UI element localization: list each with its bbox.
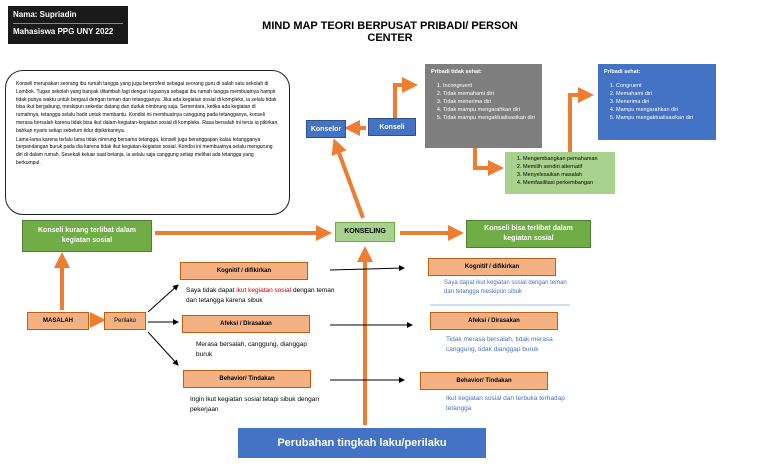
node-konselor: Konselor [306,120,346,138]
pribadi-sehat-heading: Pribadi sehat: [604,69,641,75]
arrow-perilaku-to-kognitif [147,284,179,313]
arrow-tidak-sehat-to-tujuan [473,148,504,176]
node-behavior-right: Behavior/ Tindakan [420,372,548,390]
node-konseli: Konseli [368,118,416,136]
page-title: MIND MAP TEORI BERPUSAT PRIBADI/ PERSON … [262,20,518,44]
node-kognitif-left: Kognitif / difikirkan [180,262,308,280]
list-item: Congruent [616,82,710,90]
list-item: Menyelesaikan masalah [523,171,609,179]
node-kognitif-right: Kognitif / difikirkan [428,258,556,276]
list-item: Mampu mengaktualisasikan diri [616,114,710,122]
arrow-konseli-to-tidak-sehat [393,77,418,118]
node-behavior-left: Behavior/ Tindakan [183,370,311,388]
list-item: Tidak mampu mengaktualisasikan diri [443,114,536,122]
text-segment: Saya tidak dapat [186,287,237,294]
text-afeksi-right: Tidak merasa bersalah, tidak merasa cang… [446,336,553,353]
pribadi-tidak-sehat-box: Pribadi tidak sehat: Incongruent Tidak m… [425,64,542,148]
arrow-kognitif-left-to-right [329,265,405,272]
list-item: Incongruent [443,82,536,90]
text-kognitif-right: Saya dapat ikut kegiatan sosial dengan t… [444,280,567,295]
list-item: Memilih sendiri alternatif [523,163,609,171]
list-item: Tidak memahami diri [443,90,536,98]
list-item: Tidak mampu mengarahkan diri [443,106,536,114]
story-paragraph: Lama-lama karena terlalu lama tidak nimr… [16,136,273,166]
list-item: Memahami diri [616,90,710,98]
text-afeksi-left: Merasa bersalah, canggung, dianggap buru… [196,341,307,358]
author-name: Nama: Supriadin [13,10,77,19]
text-segment: dengan teman dan tetangga karena sibuk [186,287,335,304]
pribadi-sehat-box: Pribadi sehat: Congruent Memahami diri M… [598,64,716,140]
arrow-konseling-to-konselor [331,138,365,219]
list-item: Menerima diri [616,98,710,106]
node-perilaku: Perilaku [104,312,146,330]
list-item: Mampu mengarahkan diri [616,106,710,114]
case-story-box: Konseli merupakan seorang ibu rumah tang… [5,70,290,215]
node-perubahan-perilaku: Perubahan tingkah laku/perilaku [238,428,486,458]
list-item: Tidak menerima diri [443,98,536,106]
pribadi-tidak-sehat-heading: Pribadi tidak sehat: [431,69,482,75]
text-behavior-right: Ikut kegiatan sosial dan terbuka terhada… [446,395,565,412]
author-box: Nama: Supriadin Mahasiswa PPG UNY 2022 [8,6,128,44]
node-kurang-terlibat: Konseli kurang terlibat dalam kegiatan s… [22,220,152,252]
text-highlight: ikut kegiatan sosial [236,287,292,294]
list-item: Mengembangkan pemahaman [523,155,609,163]
node-bisa-terlibat: Konseli bisa terlibat dalam kegiatan sos… [466,220,591,248]
story-paragraph: Konseli merupakan seorang ibu rumah tang… [16,81,279,134]
node-masalah: MASALAH [27,312,89,330]
author-role: Mahasiswa PPG UNY 2022 [13,27,114,36]
node-konseling: KONSELING [335,222,395,242]
tujuan-box: Mengembangkan pemahaman Memilih sendiri … [505,152,615,194]
node-afeksi-left: Afeksi / Dirasakan [182,315,310,333]
arrow-perilaku-to-behavior [147,331,179,366]
arrow-tujuan-to-sehat [568,87,594,155]
list-item: Memfasilitasi perkembangan [523,179,609,187]
text-kognitif-left: Saya tidak dapat ikut kegiatan sosial de… [186,286,336,306]
node-afeksi-right: Afeksi / Dirasakan [430,312,558,330]
text-behavior-left: Ingin ikut kegiatan sosial tetapi sibuk … [190,396,320,413]
